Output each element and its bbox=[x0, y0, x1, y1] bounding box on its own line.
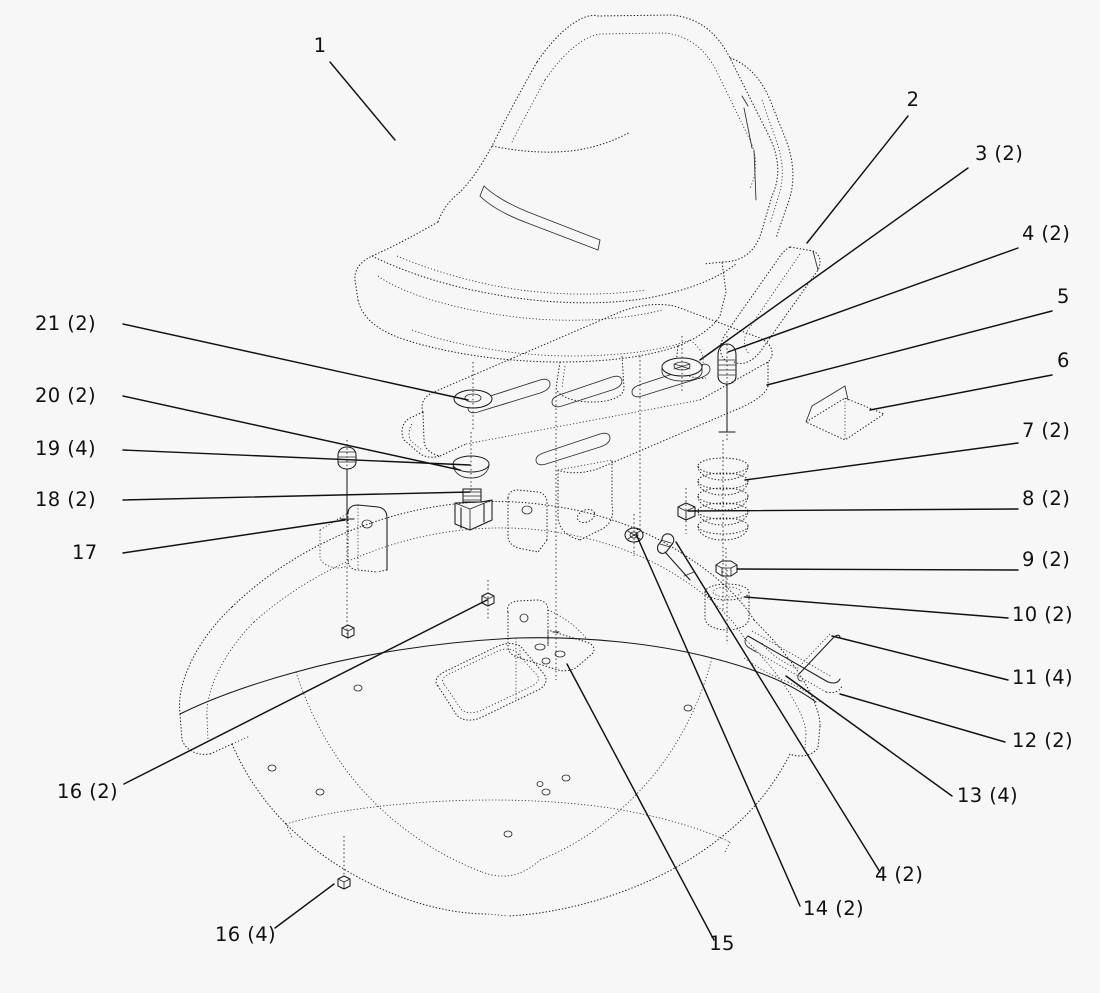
callout-7[interactable]: 7 (2) bbox=[744, 419, 1070, 481]
leader-line-4 bbox=[727, 247, 1019, 353]
callout-1[interactable]: 1 bbox=[314, 34, 396, 141]
leader-line-7 bbox=[744, 442, 1019, 481]
callout-5[interactable]: 5 bbox=[766, 285, 1070, 386]
leader-line-2 bbox=[806, 115, 909, 244]
callout-17[interactable]: 17 bbox=[72, 519, 346, 564]
leader-line-9 bbox=[736, 568, 1019, 571]
callout-label-11[interactable]: 11 (4) bbox=[1012, 666, 1073, 689]
part-pivot-block-left bbox=[454, 488, 493, 531]
part-bushing-right bbox=[704, 570, 750, 644]
leader-line-10 bbox=[744, 596, 1009, 619]
callout-label-20[interactable]: 20 (2) bbox=[35, 384, 96, 407]
callout-2[interactable]: 2 bbox=[806, 88, 920, 244]
part-lock-nut-fender-mid bbox=[341, 624, 355, 639]
callout-label-1[interactable]: 1 bbox=[314, 34, 327, 57]
callout-label-15[interactable]: 15 bbox=[709, 932, 735, 955]
part-seat-pan-plate bbox=[401, 304, 773, 541]
callout-18[interactable]: 18 (2) bbox=[35, 488, 471, 511]
callout-4[interactable]: 4 (2) bbox=[727, 222, 1070, 353]
leader-line-15 bbox=[566, 663, 715, 941]
callout-6[interactable]: 6 bbox=[869, 349, 1070, 411]
callout-label-21[interactable]: 21 (2) bbox=[35, 312, 96, 335]
callout-label-14[interactable]: 14 (2) bbox=[803, 897, 864, 920]
callout-label-8[interactable]: 8 (2) bbox=[1022, 487, 1070, 510]
part-grommet-washer-left bbox=[453, 362, 493, 430]
leader-line-11 bbox=[831, 635, 1009, 681]
callout-label-16[interactable]: 16 (2) bbox=[57, 780, 118, 803]
callout-label-3[interactable]: 3 (2) bbox=[975, 142, 1023, 165]
part-bolt-lower bbox=[656, 533, 695, 581]
leader-line-5 bbox=[766, 310, 1053, 386]
part-center-bracket bbox=[507, 599, 595, 672]
callout-3[interactable]: 3 (2) bbox=[699, 142, 1023, 361]
leader-line-3 bbox=[699, 167, 969, 361]
part-right-fender-bracket bbox=[507, 489, 548, 553]
callout-label-6[interactable]: 6 bbox=[1057, 349, 1070, 372]
part-rod-pin-clip-group bbox=[743, 630, 843, 703]
callout-label-4[interactable]: 4 (2) bbox=[1022, 222, 1070, 245]
part-flat-washer-right bbox=[715, 548, 738, 590]
callout-13[interactable]: 13 (4) bbox=[785, 675, 1018, 807]
part-fender-body bbox=[179, 501, 821, 917]
part-stud-center-long bbox=[552, 392, 560, 680]
callout-layer: 1 2 3 (2) 4 (2) 5 6 7 (2) 8 (2) 9 (2) 10 (2) 11 (4… bbox=[35, 34, 1073, 955]
leader-line-14 bbox=[635, 533, 801, 907]
part-lock-nut-bottom bbox=[337, 836, 351, 890]
leader-line-20 bbox=[122, 395, 461, 471]
callout-16[interactable]: 16 (2) bbox=[57, 599, 488, 803]
leader-line-19 bbox=[122, 449, 471, 466]
callout-16[interactable]: 16 (4) bbox=[215, 883, 335, 946]
leader-line-12 bbox=[839, 693, 1006, 743]
callout-9[interactable]: 9 (2) bbox=[736, 548, 1070, 571]
callout-10[interactable]: 10 (2) bbox=[744, 596, 1073, 626]
part-screw-left bbox=[337, 440, 357, 640]
leader-line-18 bbox=[122, 491, 471, 501]
leader-line-13 bbox=[785, 675, 953, 797]
part-compression-spring bbox=[697, 440, 749, 610]
leader-line-6 bbox=[869, 374, 1053, 411]
callout-15[interactable]: 15 bbox=[566, 663, 735, 955]
callout-21[interactable]: 21 (2) bbox=[35, 312, 469, 401]
callout-label-12[interactable]: 12 (2) bbox=[1012, 729, 1073, 752]
leader-line-16 bbox=[123, 599, 488, 785]
callout-12[interactable]: 12 (2) bbox=[839, 693, 1073, 752]
leader-line-17 bbox=[122, 519, 346, 554]
callout-19[interactable]: 19 (4) bbox=[35, 437, 471, 466]
leader-line-8 bbox=[687, 508, 1019, 512]
leader-line-4 bbox=[675, 541, 881, 873]
callout-label-7[interactable]: 7 (2) bbox=[1022, 419, 1070, 442]
callout-14[interactable]: 14 (2) bbox=[635, 533, 864, 920]
callout-label-13[interactable]: 13 (4) bbox=[957, 784, 1018, 807]
callout-label-16[interactable]: 16 (4) bbox=[215, 923, 276, 946]
leader-line-1 bbox=[329, 61, 396, 141]
callout-label-19[interactable]: 19 (4) bbox=[35, 437, 96, 460]
callout-label-9[interactable]: 9 (2) bbox=[1022, 548, 1070, 571]
callout-label-17[interactable]: 17 bbox=[72, 541, 98, 564]
part-lock-nut-left-top bbox=[481, 580, 495, 620]
callout-8[interactable]: 8 (2) bbox=[687, 487, 1070, 512]
part-nut-right bbox=[677, 488, 696, 534]
part-square-pad bbox=[804, 385, 886, 441]
callout-11[interactable]: 11 (4) bbox=[831, 635, 1073, 689]
callout-4[interactable]: 4 (2) bbox=[675, 541, 923, 886]
part-knob-washer-right bbox=[661, 336, 703, 392]
part-shoulder-bolt-upper bbox=[717, 336, 737, 440]
part-seat bbox=[354, 14, 794, 403]
callout-label-4[interactable]: 4 (2) bbox=[875, 863, 923, 886]
callout-label-18[interactable]: 18 (2) bbox=[35, 488, 96, 511]
part-seat-support-arm bbox=[720, 246, 821, 365]
leader-line-16 bbox=[274, 883, 335, 929]
part-cup-washer-left bbox=[452, 432, 490, 492]
callout-20[interactable]: 20 (2) bbox=[35, 384, 461, 471]
callout-label-5[interactable]: 5 bbox=[1057, 285, 1070, 308]
callout-label-2[interactable]: 2 bbox=[907, 88, 920, 111]
callout-label-10[interactable]: 10 (2) bbox=[1012, 603, 1073, 626]
part-left-bracket bbox=[319, 504, 388, 573]
leader-line-21 bbox=[122, 323, 469, 401]
